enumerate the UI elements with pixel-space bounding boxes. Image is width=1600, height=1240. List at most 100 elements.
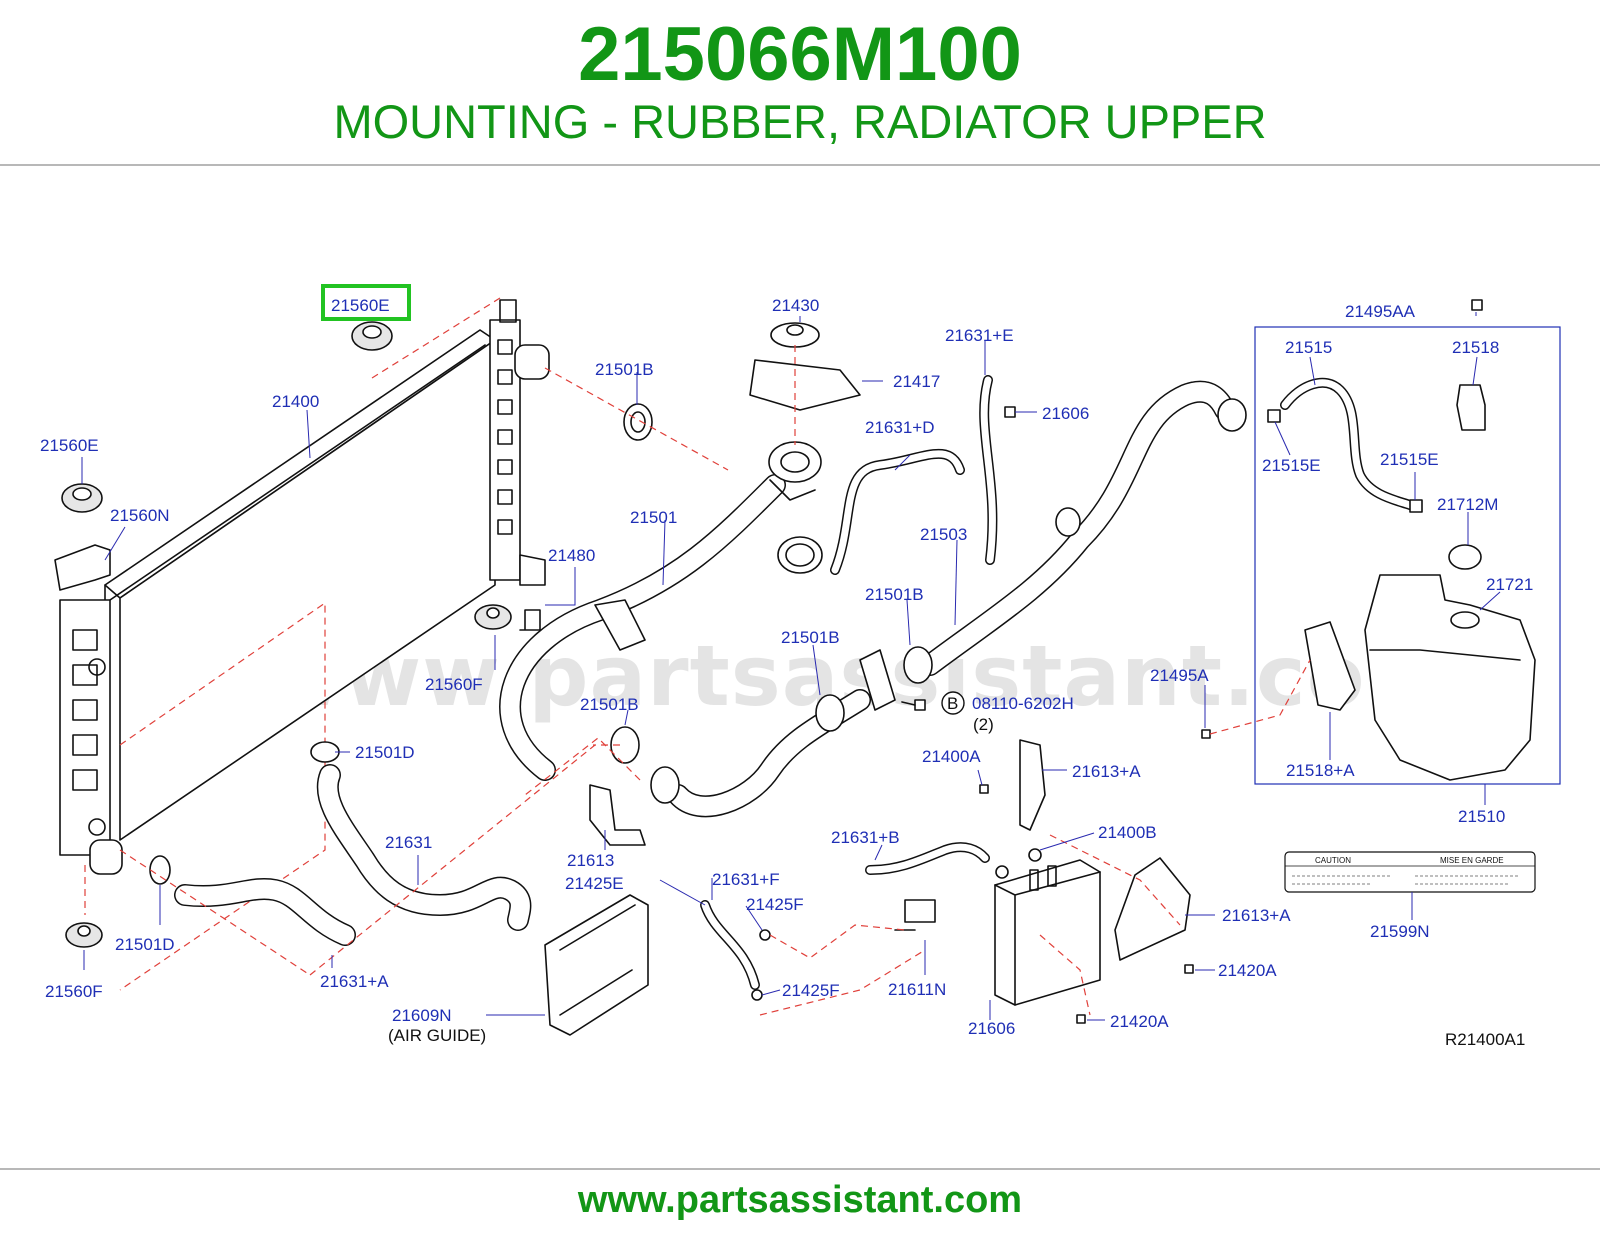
callout-21613a-top[interactable]: 21613+A: [1072, 762, 1141, 781]
bracket-21613a-top[interactable]: [1019, 739, 1046, 831]
callout-21501d-top[interactable]: 21501D: [355, 743, 415, 762]
callout-21425e[interactable]: 21425E: [565, 874, 624, 893]
callout-21606-top[interactable]: 21606: [1042, 404, 1089, 423]
callout-21631a[interactable]: 21631+A: [320, 972, 389, 991]
callout-21560e-highlighted[interactable]: 21560E: [331, 296, 390, 315]
clip-21515e-right[interactable]: [1409, 499, 1423, 513]
mount-rubber-lower-mid[interactable]: [474, 604, 512, 630]
callout-21631d[interactable]: 21631+D: [865, 418, 934, 437]
mount-rubber-lower-left[interactable]: [65, 922, 103, 948]
callout-21560e-left[interactable]: 21560E: [40, 436, 99, 455]
lower-hose-21631[interactable]: [316, 764, 532, 931]
hose-clamp-21501b-mid[interactable]: [903, 646, 933, 684]
callout-21420a-bottom[interactable]: 21420A: [1110, 1012, 1169, 1031]
nut-21400b[interactable]: [1028, 848, 1042, 862]
callout-21515e-right[interactable]: 21515E: [1380, 450, 1439, 469]
reservoir-hose-21515[interactable]: [1280, 377, 1415, 510]
bolt-21420a-bottom[interactable]: [1076, 1014, 1086, 1024]
clamp-21425f-top[interactable]: [759, 929, 771, 941]
callout-21425f-bottom[interactable]: 21425F: [782, 981, 840, 1000]
clamp-21425f-bottom[interactable]: [751, 989, 763, 1001]
callout-21400a[interactable]: 21400A: [922, 747, 981, 766]
clip-21518[interactable]: [1456, 384, 1486, 431]
filler-neck-bracket[interactable]: [749, 359, 861, 411]
nut-canister[interactable]: [995, 865, 1009, 879]
callout-21417[interactable]: 21417: [893, 372, 940, 391]
callout-21400b[interactable]: 21400B: [1098, 823, 1157, 842]
upper-hose-clip[interactable]: [594, 599, 646, 651]
radiator-bracket[interactable]: [54, 544, 111, 591]
hose-clamp-21501b-top[interactable]: [623, 403, 653, 441]
hose-clamp-spring[interactable]: [777, 536, 823, 574]
bolt-21495a[interactable]: [1201, 729, 1211, 739]
callout-21518a[interactable]: 21518+A: [1286, 761, 1355, 780]
callout-21510[interactable]: 21510: [1458, 807, 1505, 826]
bracket-21613-left[interactable]: [589, 784, 646, 846]
valve-21611n[interactable]: [894, 899, 936, 931]
callout-21420a-top[interactable]: 21420A: [1218, 961, 1277, 980]
bolt-21420a-top[interactable]: [1184, 964, 1194, 974]
callout-21501b-low[interactable]: 21501B: [580, 695, 639, 714]
callout-21425f-top[interactable]: 21425F: [746, 895, 804, 914]
callout-21480[interactable]: 21480: [548, 546, 595, 565]
callout-21613a-right[interactable]: 21613+A: [1222, 906, 1291, 925]
callout-21400[interactable]: 21400: [272, 392, 319, 411]
bolt-08110[interactable]: [901, 699, 926, 711]
callout-21495aa[interactable]: 21495AA: [1345, 302, 1416, 321]
clip-21606-small[interactable]: [1004, 406, 1016, 418]
radiator-core[interactable]: [59, 299, 550, 875]
reservoir-tank[interactable]: [1364, 574, 1536, 781]
callout-21501[interactable]: 21501: [630, 508, 677, 527]
callout-21631f[interactable]: 21631+F: [712, 870, 780, 889]
footer-url[interactable]: www.partsassistant.com: [577, 1179, 1023, 1221]
callout-21501b-mid[interactable]: 21501B: [865, 585, 924, 604]
callout-21611n[interactable]: 21611N: [888, 980, 946, 999]
bracket-21613a-right[interactable]: [1114, 857, 1191, 961]
callout-21613-left[interactable]: 21613: [567, 851, 614, 870]
hose-clamp-21501b-low2[interactable]: [815, 694, 845, 732]
callout-21631e[interactable]: 21631+E: [945, 326, 1014, 345]
air-guide[interactable]: [544, 894, 649, 1036]
lower-hose-21631a[interactable]: [174, 878, 356, 946]
callout-21503[interactable]: 21503: [920, 525, 967, 544]
callout-21609n[interactable]: 21609N: [392, 1006, 452, 1025]
reservoir-hose-d[interactable]: [830, 448, 965, 575]
reservoir-bracket[interactable]: [1304, 621, 1356, 711]
mount-rubber-upper-left[interactable]: [61, 483, 103, 513]
callout-21501b-top[interactable]: 21501B: [595, 360, 654, 379]
callout-21430[interactable]: 21430: [772, 296, 819, 315]
hose-clamp-lower-right[interactable]: [1055, 507, 1081, 537]
callout-21599n[interactable]: 21599N: [1370, 922, 1430, 941]
drain-plug[interactable]: [519, 609, 546, 631]
reservoir-hose-e[interactable]: [979, 375, 998, 565]
small-hose-21631f[interactable]: [700, 900, 760, 990]
callout-21560f-bottom[interactable]: 21560F: [45, 982, 103, 1001]
reservoir-cap[interactable]: [1448, 544, 1482, 570]
callout-21560n[interactable]: 21560N: [110, 506, 170, 525]
callout-08110-6202h[interactable]: 08110-6202H: [972, 694, 1074, 713]
lower-hose-21503[interactable]: [919, 380, 1247, 676]
small-hose-21631b[interactable]: [865, 842, 990, 875]
hose-clamp-21501b-lower[interactable]: [610, 726, 640, 764]
bolt-reference-circle[interactable]: B: [941, 691, 965, 715]
callout-21712m[interactable]: 21712M: [1437, 495, 1498, 514]
callout-21501b-mid2[interactable]: 21501B: [781, 628, 840, 647]
hose-clamp-center[interactable]: [650, 766, 680, 804]
callout-21560f-mid[interactable]: 21560F: [425, 675, 483, 694]
canister-21606[interactable]: [994, 859, 1101, 1006]
callout-21501d-bottom[interactable]: 21501D: [115, 935, 175, 954]
callout-21606-bottom[interactable]: 21606: [968, 1019, 1015, 1038]
callout-21518[interactable]: 21518: [1452, 338, 1499, 357]
bolt-21495aa[interactable]: [1471, 299, 1483, 311]
callout-21495a[interactable]: 21495A: [1150, 666, 1209, 685]
hose-clamp-21501d-top[interactable]: [310, 741, 340, 763]
clip-21515e-left[interactable]: [1267, 409, 1281, 423]
callout-21515[interactable]: 21515: [1285, 338, 1332, 357]
bolt-21400a[interactable]: [979, 784, 989, 794]
callout-21721[interactable]: 21721: [1486, 575, 1533, 594]
callout-21515e-left[interactable]: 21515E: [1262, 456, 1321, 475]
hose-bracket-center[interactable]: [859, 649, 896, 711]
callout-21631[interactable]: 21631: [385, 833, 432, 852]
hose-clamp-21501d-bottom[interactable]: [149, 855, 171, 885]
mount-rubber-upper-right[interactable]: [351, 321, 393, 351]
